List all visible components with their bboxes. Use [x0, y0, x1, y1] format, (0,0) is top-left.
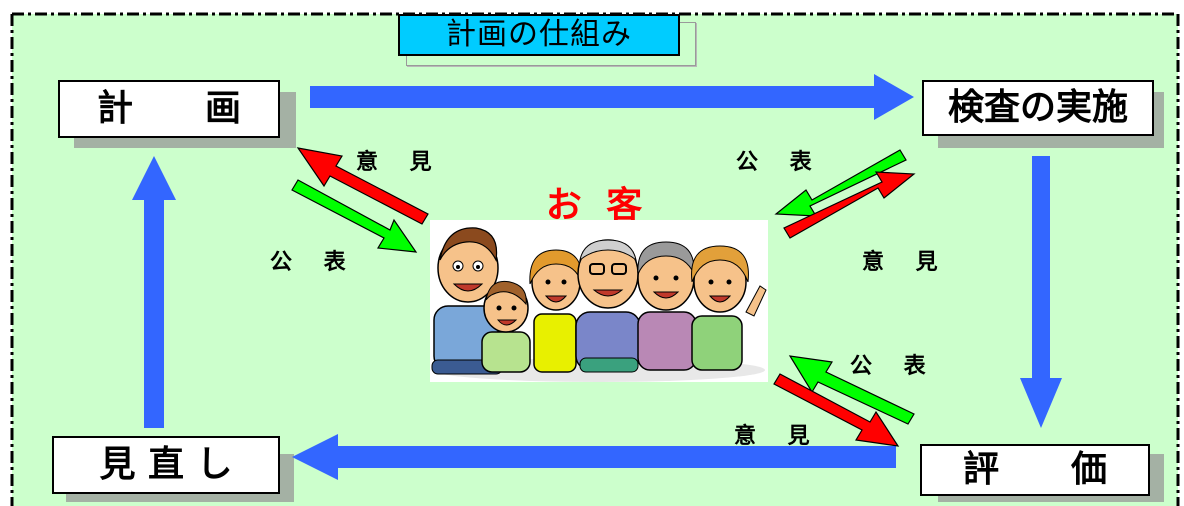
opinion-arrow-to-plan — [296, 147, 429, 225]
evaluate-box: 評 価 — [920, 444, 1150, 496]
girl-figure — [529, 249, 583, 373]
boy-figure — [481, 280, 531, 373]
opinion-label-evaluate: 意 見 — [734, 424, 822, 449]
grandmother-figure — [637, 241, 697, 371]
publish-label-plan: 公 表 — [270, 250, 358, 275]
opinion-label-plan: 意 見 — [356, 150, 444, 175]
customers-label: お 客 様 — [545, 185, 649, 278]
plan-box: 計 画 — [58, 80, 280, 138]
title-text: 計画の仕組み — [398, 14, 680, 56]
flow-arrow-plan-to-inspect — [310, 74, 914, 120]
publish-arrow-from-evaluate — [788, 355, 915, 425]
opinion-arrow-to-evaluate — [773, 373, 900, 447]
customers-illustration — [430, 220, 768, 382]
publish-arrow-from-plan — [291, 179, 418, 253]
opinion-arrow-to-inspect — [783, 171, 916, 239]
flow-arrow-evaluate-to-review — [292, 434, 896, 480]
inspect-box: 検査の実施 — [922, 80, 1154, 136]
flow-arrow-review-to-plan — [132, 156, 176, 428]
mother-figure — [691, 245, 767, 371]
opinion-label-inspect: 意 見 — [862, 250, 950, 275]
publish-label-inspect: 公 表 — [736, 150, 824, 175]
diagram-title: 計画の仕組み — [398, 14, 696, 66]
review-box: 見 直 し — [52, 436, 280, 494]
grandfather-figure — [575, 239, 641, 373]
father-figure — [431, 227, 503, 375]
publish-arrow-from-inspect — [774, 149, 907, 217]
publish-label-evaluate: 公 表 — [850, 354, 938, 379]
flow-arrow-inspect-to-evaluate — [1020, 156, 1062, 428]
